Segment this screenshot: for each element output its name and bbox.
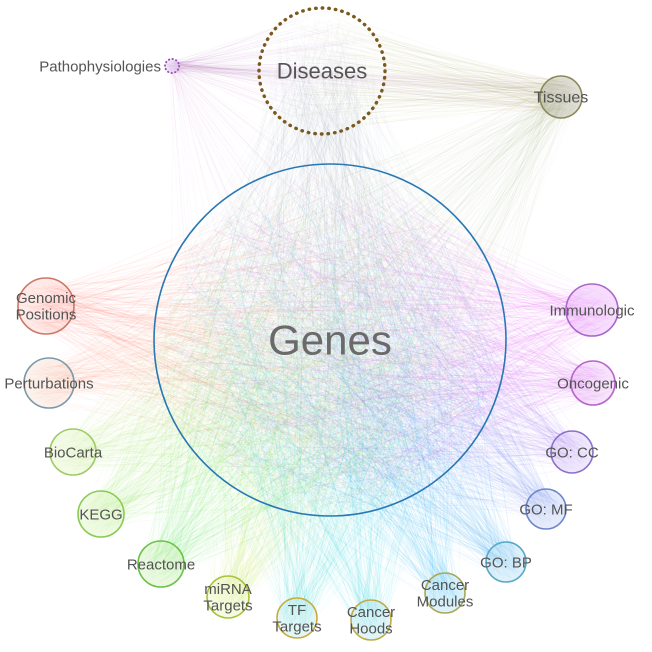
edge-bundle-tf_targets-genes — [167, 197, 496, 635]
node-reactome-label: Reactome — [127, 556, 195, 573]
edge-bundle-biocarta-genes — [54, 178, 484, 499]
edge-bundle-genomic_positions-genes — [22, 174, 481, 497]
node-oncogenic[interactable] — [570, 360, 616, 406]
node-reactome[interactable] — [137, 540, 185, 588]
edge-bundle-cancer_hoods-genes — [165, 176, 498, 636]
node-diseases-label: Diseases — [277, 59, 367, 84]
node-pathophysiologies[interactable] — [164, 58, 180, 74]
node-diseases[interactable] — [257, 6, 387, 136]
edge-bundle-cancer_modules-genes — [163, 183, 488, 609]
node-tf_targets[interactable] — [276, 597, 318, 639]
node-go_cc-label: GO: CC — [545, 444, 599, 461]
node-genes-label: Genes — [268, 317, 392, 364]
node-perturbations[interactable] — [23, 357, 75, 409]
node-immunologic[interactable] — [565, 283, 619, 337]
node-pathophysiologies-label: Pathophysiologies — [39, 58, 161, 75]
label-layer: Genes Diseases PathophysiologiesTissuesGen… — [4, 58, 635, 637]
node-go_bp-label: GO: BP — [480, 554, 532, 571]
edge-bundle-oncogenic-genes — [171, 176, 612, 507]
edge-bundle-perturbations-genes — [29, 180, 496, 485]
edge-bundle-go_bp-genes — [168, 181, 524, 579]
node-genomic_positions[interactable] — [17, 277, 75, 335]
node-genes[interactable] — [153, 163, 507, 517]
node-oncogenic-label: Oncogenic — [557, 375, 629, 392]
edge-layer — [22, 10, 614, 636]
edge-bundle-diseases-genes — [165, 18, 495, 504]
node-kegg[interactable] — [77, 490, 125, 538]
edge-bundle-mirna_targets-genes — [164, 174, 493, 615]
node-tissues-label: Tissues — [534, 90, 589, 107]
edge-bundle-kegg-genes — [81, 177, 497, 534]
node-tissues[interactable] — [539, 75, 583, 119]
edge-bundle-pathophysiologies-genes — [166, 60, 499, 500]
node-immunologic-label: Immunologic — [549, 302, 635, 319]
node-cancer_hoods[interactable] — [350, 599, 392, 641]
edge-bundle-tissues-diseases — [265, 10, 579, 132]
node-go_mf-label: GO: MF — [519, 501, 572, 518]
node-kegg-label: KEGG — [79, 506, 122, 523]
node-cancer_modules[interactable] — [424, 572, 466, 614]
edge-bundle-go_mf-genes — [163, 179, 563, 525]
node-biocarta-label: BioCarta — [44, 444, 103, 461]
edge-bundle-pathophysiologies-diseases — [166, 10, 378, 128]
node-biocarta[interactable] — [49, 428, 97, 476]
node-go_cc[interactable] — [550, 430, 594, 474]
node-layer — [17, 6, 619, 641]
node-go_bp[interactable] — [485, 541, 527, 583]
node-mirna_targets[interactable] — [206, 575, 250, 619]
edge-bundle-pathophysiologies-tissues — [166, 61, 579, 116]
edge-bundle-immunologic-genes — [180, 184, 614, 494]
edge-bundle-tissues-genes — [168, 79, 578, 506]
node-go_mf[interactable] — [525, 488, 567, 530]
node-perturbations-label: Perturbations — [4, 375, 93, 392]
edge-bundle-go_cc-genes — [168, 171, 589, 506]
